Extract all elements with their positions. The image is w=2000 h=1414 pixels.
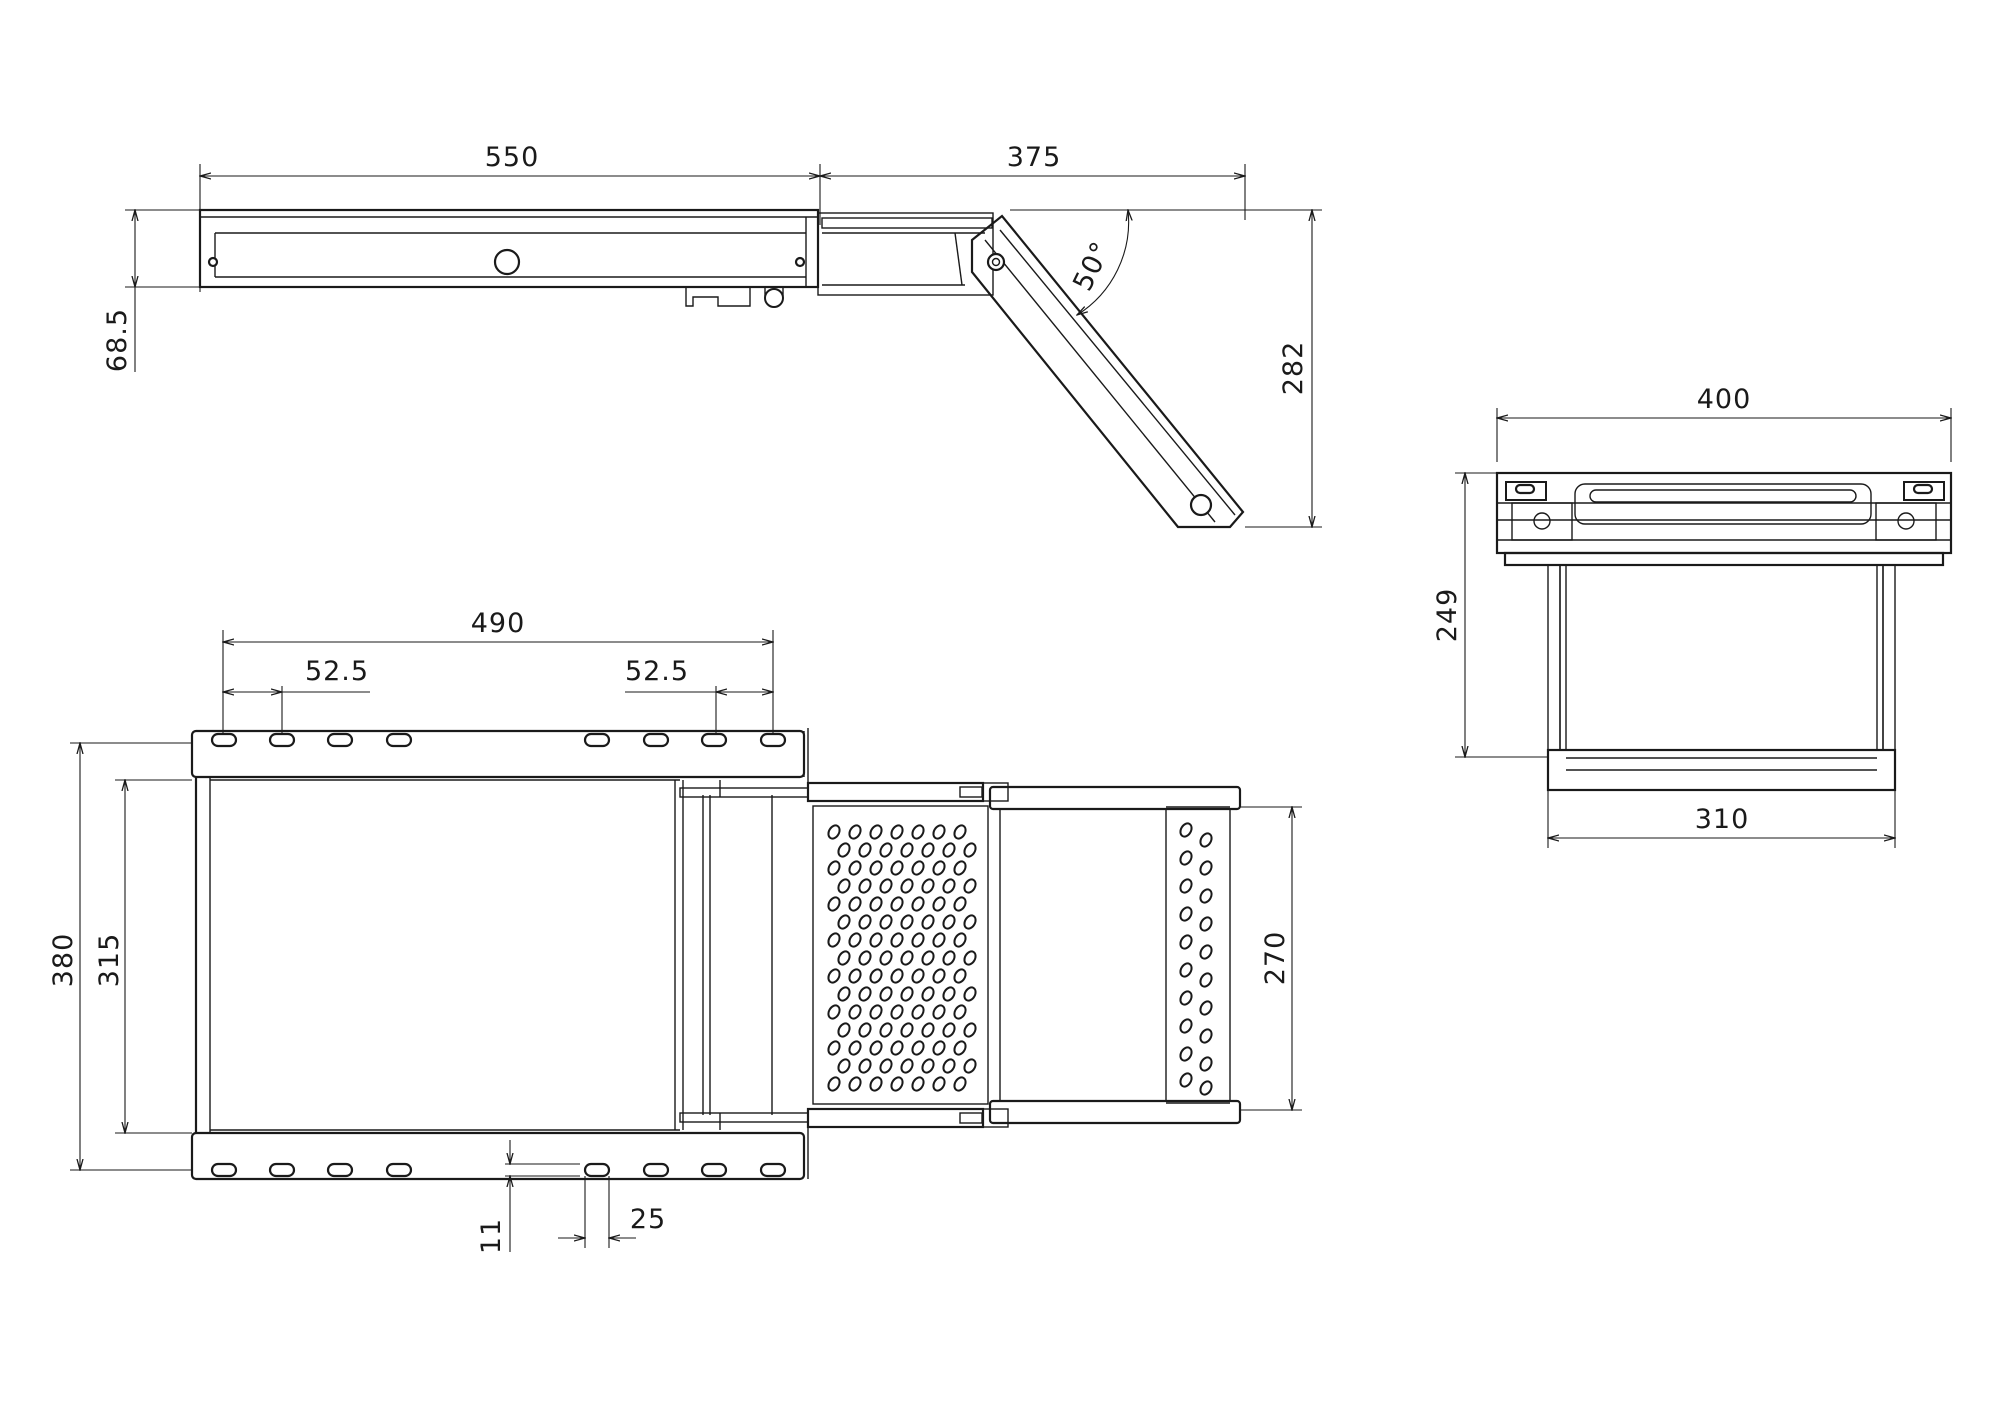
dim-25: 25 bbox=[630, 1204, 666, 1235]
dim-52-5-right: 52.5 bbox=[625, 656, 689, 687]
dim-380: 380 bbox=[48, 933, 79, 988]
dim-angle-50: 50° bbox=[1067, 237, 1117, 296]
dim-375: 375 bbox=[1007, 142, 1062, 173]
dim-68-5: 68.5 bbox=[102, 308, 133, 372]
dim-400: 400 bbox=[1697, 384, 1752, 415]
dim-52-5-left: 52.5 bbox=[305, 656, 369, 687]
dim-315: 315 bbox=[94, 933, 125, 988]
dim-310: 310 bbox=[1695, 804, 1750, 835]
top-plate-slots bbox=[210, 732, 787, 748]
bottom-plate-slots bbox=[210, 1162, 787, 1178]
dim-282: 282 bbox=[1278, 341, 1309, 396]
step-perforations bbox=[827, 824, 977, 1092]
edge-perforations bbox=[1179, 822, 1213, 1096]
dim-249: 249 bbox=[1432, 588, 1463, 643]
dim-490: 490 bbox=[471, 608, 526, 639]
dim-11: 11 bbox=[476, 1218, 507, 1254]
dim-550: 550 bbox=[485, 142, 540, 173]
side-view: 550 375 50° bbox=[102, 142, 1322, 529]
front-view: 400 249 310 bbox=[1432, 384, 1953, 848]
top-view: 490 52.5 52.5 bbox=[48, 608, 1302, 1254]
dim-270: 270 bbox=[1260, 931, 1291, 986]
